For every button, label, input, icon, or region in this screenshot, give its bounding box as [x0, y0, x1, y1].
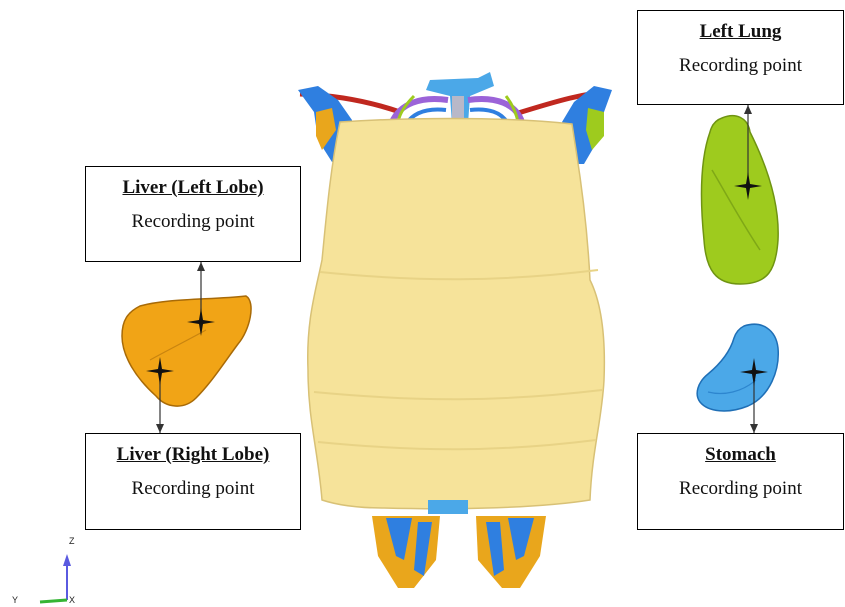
left-lung-label-box: Left Lung Recording point	[637, 10, 844, 105]
torso-model	[298, 72, 612, 588]
z-axis-arrow-icon	[63, 554, 71, 566]
liver-left-lobe-label-box: Liver (Left Lobe) Recording point	[85, 166, 301, 262]
left-lung-arrow-icon	[744, 105, 752, 114]
stomach-subtitle: Recording point	[638, 478, 843, 500]
liver-model	[122, 262, 251, 433]
left-lung-model	[702, 105, 779, 284]
stomach-arrow-icon	[750, 424, 758, 433]
stomach-shape	[697, 324, 778, 411]
liver-left-lobe-arrow-icon	[197, 262, 205, 271]
liver-right-lobe-title: Liver (Right Lobe)	[86, 444, 300, 466]
liver-right-lobe-subtitle: Recording point	[86, 478, 300, 500]
z-axis-label: Z	[69, 536, 75, 546]
left-lung-subtitle: Recording point	[638, 55, 843, 77]
spine-bottom	[428, 500, 468, 514]
axis-triad	[40, 554, 71, 602]
liver-left-lobe-title: Liver (Left Lobe)	[86, 177, 300, 199]
stomach-label-box: Stomach Recording point	[637, 433, 844, 530]
left-lung-title: Left Lung	[638, 21, 843, 43]
x-axis-label: X	[69, 595, 75, 605]
liver-left-lobe-subtitle: Recording point	[86, 211, 300, 233]
liver-shape	[122, 296, 251, 406]
y-axis-label: Y	[12, 595, 18, 605]
stomach-title: Stomach	[638, 444, 843, 466]
stomach-model	[697, 324, 778, 433]
y-axis-icon	[40, 600, 67, 602]
liver-right-lobe-label-box: Liver (Right Lobe) Recording point	[85, 433, 301, 530]
left-lung-shape	[702, 116, 779, 284]
liver-right-lobe-arrow-icon	[156, 424, 164, 433]
